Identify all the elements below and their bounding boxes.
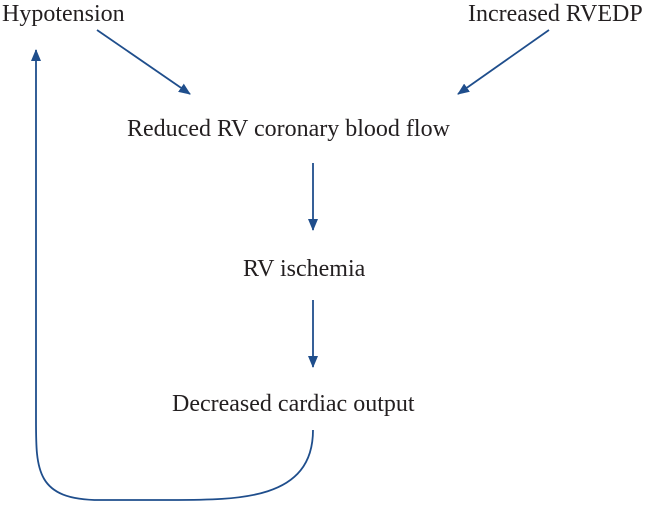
arrow-hypotension-to-flow	[96, 29, 191, 95]
node-reduced-rv-coronary-blood-flow: Reduced RV coronary blood flow	[127, 116, 450, 142]
node-rv-ischemia: RV ischemia	[243, 256, 366, 282]
arrow-rvedp-to-flow	[457, 29, 550, 95]
node-decreased-cardiac-output: Decreased cardiac output	[172, 391, 415, 417]
arrow-output-to-hypotension-loop	[31, 49, 314, 501]
node-increased-rvedp: Increased RVEDP	[468, 1, 643, 27]
node-hypotension: Hypotension	[2, 1, 125, 27]
